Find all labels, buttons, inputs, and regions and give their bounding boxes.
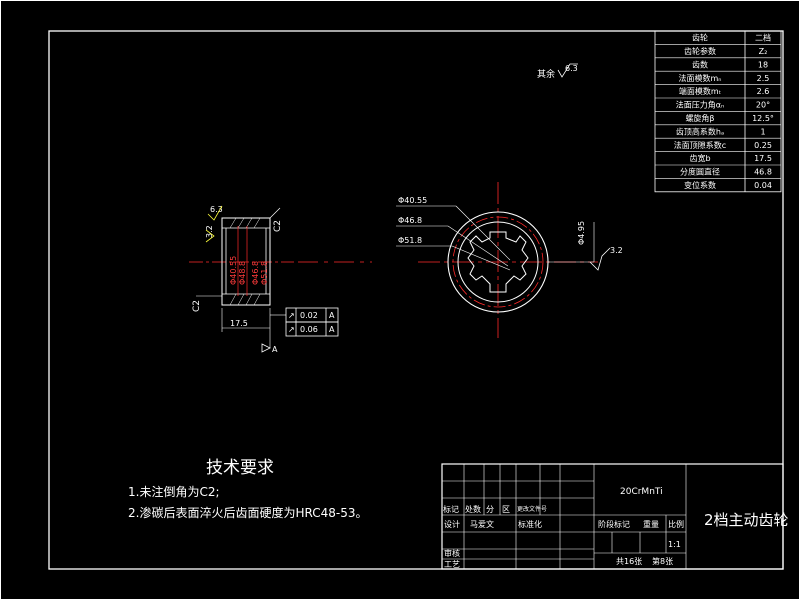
chamfer-left-label: C2 xyxy=(192,300,202,312)
weight-label: 重量 xyxy=(643,519,659,529)
design-label: 设计 xyxy=(444,519,460,529)
tech-item-2: 2.渗碳后表面淬火后齿面硬度为HRC48-53。 xyxy=(128,505,367,520)
standardize-label: 标准化 xyxy=(518,519,542,529)
param-name-6: 螺旋角β xyxy=(685,113,714,123)
param-name-11: 变位系数 xyxy=(684,180,716,190)
param-value-0: 二档 xyxy=(755,33,771,43)
process-label: 工艺 xyxy=(444,560,460,569)
technical-requirements: 技术要求 1.未注倒角为C2; 2.渗碳后表面淬火后齿面硬度为HRC48-53。 xyxy=(128,458,367,520)
left-dia-2: Φ48.8 xyxy=(238,261,247,285)
left-roughness-left: 3.2 xyxy=(205,225,214,238)
chamfer-label: C2 xyxy=(273,220,283,232)
scale-value: 1:1 xyxy=(668,540,681,549)
tol-1-val: 0.02 xyxy=(300,311,318,320)
right-end-view: Φ40.55 Φ46.8 Φ51.8 Φ4.95 3.2 xyxy=(396,182,623,338)
tol-1-sym: ↗ xyxy=(288,311,295,320)
part-name: 2档主动齿轮 xyxy=(704,511,789,529)
param-name-9: 齿宽b xyxy=(689,153,710,163)
end-roughness-icon xyxy=(589,247,611,271)
param-value-11: 0.04 xyxy=(754,181,772,190)
designer-name: 马爱文 xyxy=(470,519,494,529)
param-value-2: 18 xyxy=(758,60,768,69)
left-roughness-left-icon xyxy=(205,229,215,243)
param-value-7: 1 xyxy=(760,127,765,136)
param-name-8: 法面顶隙系数c xyxy=(674,140,726,150)
param-value-1: Z₂ xyxy=(759,47,768,56)
param-name-10: 分度圆直径 xyxy=(680,167,720,177)
left-roughness-top: 6.3 xyxy=(210,205,223,214)
end-view-dia-2: Φ46.8 xyxy=(398,216,422,225)
left-roughness-top-icon xyxy=(207,205,223,221)
rev-label-1: 标记 xyxy=(443,504,459,514)
roughness-symbol-icon xyxy=(557,63,578,78)
left-dia-4: Φ51.8 xyxy=(260,261,269,285)
title-block: 20CrMnTi 标记 处数 分 区 更改文件号 设计 马爱文 标准化 审核 工… xyxy=(441,463,789,570)
param-name-0: 齿轮 xyxy=(692,33,708,43)
tol-2-val: 0.06 xyxy=(300,325,318,334)
param-name-7: 齿顶高系数hₐ xyxy=(676,126,724,136)
param-value-8: 0.25 xyxy=(754,141,772,150)
tol-1-datum: A xyxy=(329,311,335,320)
param-value-3: 2.5 xyxy=(757,74,770,83)
stage-mark-label: 阶段标记 xyxy=(598,519,630,529)
param-value-5: 20° xyxy=(756,101,770,110)
sheet-count: 共16张 xyxy=(616,557,642,566)
end-view-dia-1: Φ40.55 xyxy=(398,196,427,205)
left-width-dim: 17.5 xyxy=(230,319,248,328)
frame-border xyxy=(48,30,784,570)
keyway-dim: Φ4.95 xyxy=(577,221,586,245)
param-value-4: 2.6 xyxy=(757,87,770,96)
end-roughness: 3.2 xyxy=(610,246,623,255)
left-section-view: Φ40.55 Φ48.8 Φ46.8 Φ51.8 C2 6.3 3.2 C2 1… xyxy=(189,205,372,354)
param-value-9: 17.5 xyxy=(754,154,772,163)
param-value-10: 46.8 xyxy=(754,168,772,177)
left-dia-1: Φ40.55 xyxy=(229,256,238,285)
general-roughness-note: 其余 6.3 xyxy=(537,63,578,80)
rev-label-5: 更改文件号 xyxy=(517,505,547,513)
tech-item-1: 1.未注倒角为C2; xyxy=(128,484,220,499)
param-value-6: 12.5° xyxy=(752,114,774,123)
param-name-2: 齿数 xyxy=(692,59,708,69)
rev-label-3: 分 xyxy=(486,505,494,514)
datum-triangle-icon xyxy=(261,343,271,353)
param-name-4: 端面模数mₜ xyxy=(679,86,721,96)
roughness-note-value: 6.3 xyxy=(565,64,578,73)
review-label: 审核 xyxy=(444,548,460,558)
tolerance-frames: ↗ 0.02 A ↗ 0.06 A xyxy=(270,307,339,337)
datum-letter: A xyxy=(272,345,278,354)
tech-title: 技术要求 xyxy=(206,458,274,478)
left-dia-3: Φ46.8 xyxy=(251,261,260,285)
param-name-3: 法面模数mₙ xyxy=(679,73,722,83)
roughness-note-label: 其余 xyxy=(537,68,555,80)
sheet-number: 第8张 xyxy=(652,556,673,566)
rev-label-2: 处数 xyxy=(465,504,481,514)
rev-label-4: 区 xyxy=(502,505,510,514)
material: 20CrMnTi xyxy=(620,487,663,497)
end-view-dia-3: Φ51.8 xyxy=(398,236,422,245)
spline-bore xyxy=(467,231,529,293)
tol-2-sym: ↗ xyxy=(288,325,295,334)
scale-label: 比例 xyxy=(668,519,684,529)
param-name-1: 齿轮参数 xyxy=(684,46,716,56)
param-name-5: 法面压力角αₙ xyxy=(676,100,724,110)
tol-2-datum: A xyxy=(329,325,335,334)
